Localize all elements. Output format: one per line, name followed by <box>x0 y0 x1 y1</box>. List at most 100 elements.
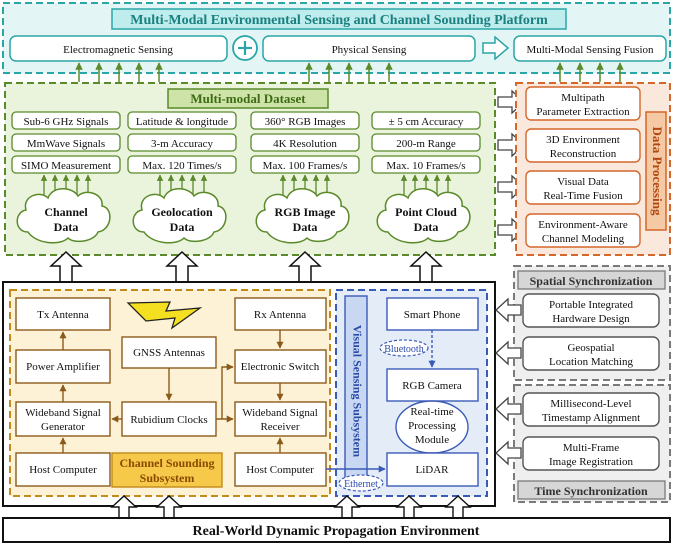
tx-antenna-box <box>15 297 111 331</box>
dataset-cell: 4K Resolution <box>273 138 337 150</box>
dataset-cell: 360° RGB Images <box>265 116 346 128</box>
fusion-box <box>513 35 667 62</box>
cloud-label: Data <box>414 220 439 234</box>
lightning-icon <box>126 301 203 330</box>
spatial-sync-item <box>522 336 660 371</box>
geolocation-data-cloud <box>132 188 227 244</box>
rx-antenna-label: Rx Antenna <box>254 309 306 321</box>
sync-to-hardware-arrows <box>495 297 522 466</box>
electromagnetic-sensing-label: Electromagnetic Sensing <box>63 44 173 56</box>
environment-bar <box>2 517 671 543</box>
dataset-cell: MmWave Signals <box>27 138 105 150</box>
processing-module-label: Real-time <box>410 406 453 418</box>
platform-title-box <box>111 8 567 30</box>
processing-item-label: Multipath <box>561 92 605 104</box>
dataset-cell: 200-m Range <box>396 138 456 150</box>
visual-sensing-label: Visual Sensing Subsystem <box>350 325 364 457</box>
cloud-label: Data <box>293 220 318 234</box>
cloud-label: Data <box>54 220 79 234</box>
channel-sounding-label: Channel Sounding <box>119 456 214 470</box>
processing-item <box>525 128 641 163</box>
time-sync-title-box <box>517 480 666 500</box>
dataset-title: Multi-modal Dataset <box>190 91 306 106</box>
environment-label: Real-World Dynamic Propagation Environme… <box>193 524 480 539</box>
spatial-sync-title: Spatial Synchronization <box>530 274 653 288</box>
host-computer-left-box <box>15 452 111 487</box>
dataset-column-geolocation: Latitude & longitude 3-m Accuracy Max. 1… <box>127 111 237 174</box>
time-sync-item-label: Millisecond-Level <box>550 398 631 410</box>
dataset-column-pointcloud: ± 5 cm Accuracy 200-m Range Max. 10 Fram… <box>371 111 481 174</box>
processing-module-label: Processing <box>408 420 456 432</box>
channel-sounding-label: Subsystem <box>140 471 195 485</box>
cloud-label: Data <box>170 220 195 234</box>
processing-item-label: 3D Environment <box>546 134 620 146</box>
dataset-cell: Max. 120 Times/s <box>142 160 221 172</box>
spatial-sync-item <box>522 293 660 328</box>
electronic-switch-box <box>234 349 327 384</box>
rgb-camera-label: RGB Camera <box>402 380 462 392</box>
rgb-image-data-cloud <box>255 188 350 244</box>
cloud-label: Point Cloud <box>395 205 457 219</box>
time-sync-item <box>522 436 660 471</box>
wideband-receiver-label: Receiver <box>260 421 299 433</box>
processing-item-label: Channel Modeling <box>542 233 625 245</box>
time-sync-item-label: Image Registration <box>549 456 634 468</box>
dataset-cell: Max. 100 Frames/s <box>263 160 348 172</box>
processing-title: Data Processing <box>650 127 665 216</box>
electromagnetic-sensing-box <box>9 35 228 62</box>
physical-sensing-box <box>262 35 476 62</box>
spatial-sync-item-label: Geospatial <box>567 342 614 354</box>
smart-phone-label: Smart Phone <box>404 309 461 321</box>
processing-title-box <box>645 111 667 231</box>
physical-sensing-label: Physical Sensing <box>332 44 407 56</box>
spatial-sync-item-label: Location Matching <box>549 356 634 368</box>
bluetooth-badge <box>379 339 429 357</box>
host-computer-left-label: Host Computer <box>29 464 97 476</box>
lidar-box <box>386 452 479 487</box>
processing-item <box>525 170 641 205</box>
processing-item-label: Real-Time Fusion <box>543 190 623 202</box>
ethernet-badge <box>338 474 384 492</box>
power-amplifier-label: Power Amplifier <box>26 361 100 373</box>
electronic-switch-label: Electronic Switch <box>241 361 320 373</box>
dataset-cell: Latitude & longitude <box>136 116 228 128</box>
fusion-arrow-icon <box>482 35 510 61</box>
environment-to-hardware-arrows <box>110 495 472 519</box>
cloud-label: RGB Image <box>275 205 337 219</box>
processing-item <box>525 213 641 248</box>
point-cloud-data-cloud <box>376 188 471 244</box>
bluetooth-label: Bluetooth <box>384 344 423 355</box>
dataset-cell: Sub-6 GHz Signals <box>24 116 109 128</box>
time-sync-item-label: Multi-Frame <box>563 442 619 454</box>
lidar-label: LiDAR <box>416 464 450 476</box>
power-amplifier-box <box>15 349 111 384</box>
host-computer-right-box <box>234 452 327 487</box>
spatial-sync-item-label: Portable Integrated <box>549 299 633 311</box>
dataset-cell: Max. 10 Frames/s <box>386 160 465 172</box>
subsystem-to-dataset-arrows <box>49 250 443 283</box>
processing-item-label: Reconstruction <box>550 148 617 160</box>
processing-item <box>525 86 641 121</box>
dataset-cell: ± 5 cm Accuracy <box>389 116 464 128</box>
dataset-title-box <box>167 88 329 109</box>
rubidium-clocks-label: Rubidium Clocks <box>130 414 207 426</box>
channel-sounding-label-box <box>111 452 223 488</box>
dataset-to-top-arrows <box>75 62 624 82</box>
ethernet-label: Ethernet <box>344 479 378 490</box>
time-sync-title: Time Synchronization <box>534 484 648 498</box>
wideband-generator-label: Generator <box>41 421 85 433</box>
channel-sounding-connectors <box>59 330 284 453</box>
spatial-sync-item-label: Hardware Design <box>552 313 630 325</box>
processing-item-label: Environment-Aware <box>538 219 628 231</box>
rubidium-clocks-box <box>121 401 217 437</box>
dataset-cell: SIMO Measurement <box>21 160 111 172</box>
cloud-label: Channel <box>44 205 88 219</box>
processing-item-label: Parameter Extraction <box>536 106 630 118</box>
spatial-sync-title-box <box>517 270 666 290</box>
smart-phone-box <box>386 297 479 331</box>
dataset-column-rgb: 360° RGB Images 4K Resolution Max. 100 F… <box>250 111 360 174</box>
tx-antenna-label: Tx Antenna <box>37 309 89 321</box>
wideband-receiver-label: Wideband Signal <box>242 407 318 419</box>
time-sync-item <box>522 392 660 427</box>
